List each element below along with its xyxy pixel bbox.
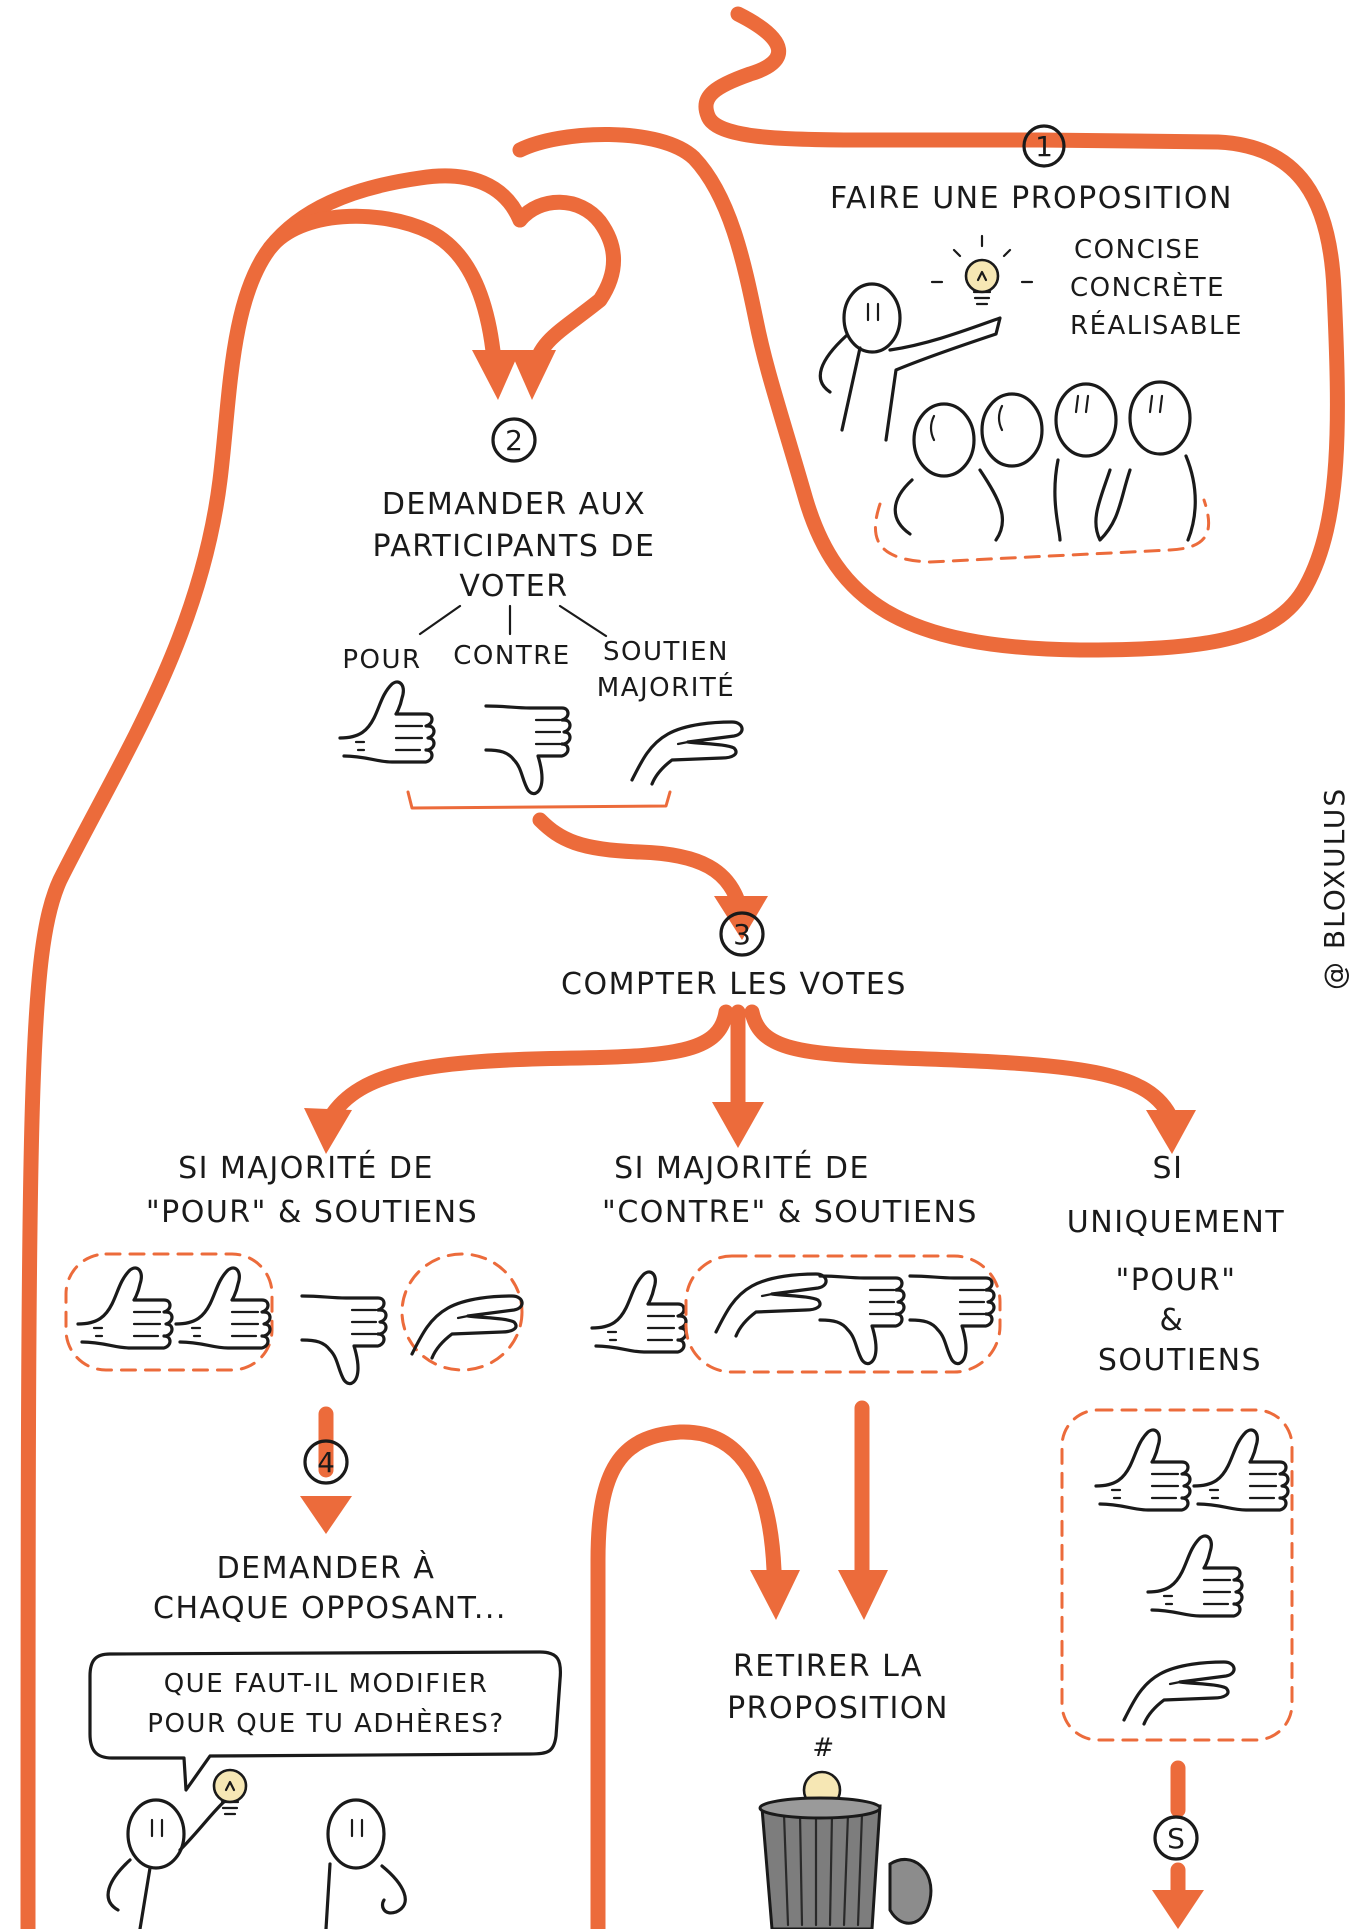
flat-hand-icon: [1124, 1662, 1234, 1724]
branch-left-line-1: SI MAJORITÉ DE: [178, 1150, 434, 1186]
bubble-line-2: POUR QUE TU ADHÈRES?: [147, 1707, 504, 1739]
bubble-line-1: QUE FAUT-IL MODIFIER: [164, 1669, 489, 1699]
thumbs-up-icon: [78, 1268, 172, 1348]
step4-title-line-2: CHAQUE OPPOSANT...: [153, 1591, 507, 1626]
vote-option-pour: POUR: [342, 645, 421, 675]
audience-group: [895, 382, 1195, 540]
step1-quality-3: RÉALISABLE: [1070, 309, 1243, 341]
flat-hand-icon: [716, 1274, 826, 1336]
flow-step2-to-step3: [540, 820, 740, 908]
audience-dashed-group: [875, 500, 1208, 562]
arrowhead-step5: [1152, 1890, 1204, 1929]
arrowhead-withdraw-left: [750, 1570, 800, 1620]
step3-title: COMPTER LES VOTES: [561, 967, 907, 1002]
branch-middle-line-1: SI MAJORITÉ DE: [614, 1150, 870, 1186]
thumbs-up-icon: [176, 1268, 270, 1348]
flow-arc-to-step2-right: [520, 202, 614, 370]
flat-hand-icon: [412, 1296, 522, 1358]
vote-option-majorite: MAJORITÉ: [597, 671, 735, 703]
vote-option-contre: CONTRE: [453, 641, 570, 671]
arrowhead-branch-right: [1146, 1110, 1196, 1154]
thumbs-down-icon: [910, 1276, 994, 1364]
presenter-figure: [820, 284, 1000, 440]
arrowhead-step4: [300, 1496, 352, 1534]
step2-options-bracket: [408, 792, 670, 808]
withdraw-curse-sign: #: [812, 1733, 835, 1763]
step1-quality-2: CONCRÈTE: [1070, 271, 1225, 303]
step4-title-line-1: DEMANDER À: [217, 1550, 436, 1586]
step2-number: 2: [505, 424, 523, 457]
arrowhead-step2-left: [472, 350, 520, 400]
arrowhead-branch-middle: [712, 1102, 764, 1148]
step2-title-line-3: VOTER: [459, 569, 568, 604]
step5-number: S: [1167, 1822, 1185, 1855]
branch-middle-line-2: "CONTRE" & SOUTIENS: [602, 1195, 978, 1230]
thumbs-up-icon: [340, 682, 434, 762]
withdraw-line-2: PROPOSITION: [727, 1691, 949, 1726]
thumbs-down-icon: [486, 706, 570, 794]
step2-title-line-2: PARTICIPANTS DE: [373, 529, 656, 564]
opponent-figures: [108, 1770, 405, 1929]
withdraw-line-1: RETIRER LA: [733, 1649, 923, 1684]
step1-title: FAIRE UNE PROPOSITION: [830, 181, 1233, 216]
step4-number: 4: [317, 1446, 335, 1479]
thumbs-down-icon: [302, 1296, 386, 1384]
branch-left-line-2: "POUR" & SOUTIENS: [146, 1195, 478, 1230]
flow-branch-left: [330, 1012, 726, 1118]
arrowhead-branch-left: [304, 1108, 352, 1154]
thumbs-up-icon: [592, 1272, 686, 1352]
step1-quality-1: CONCISE: [1074, 235, 1201, 265]
thumbs-up-icon: [1096, 1430, 1190, 1510]
flow-branch-right: [752, 1012, 1172, 1120]
branch-right-line-4: &: [1160, 1303, 1185, 1338]
branch-middle-majority-box: [686, 1256, 1000, 1372]
step3-number: 3: [733, 918, 751, 951]
branch-right-line-3: "POUR": [1115, 1263, 1236, 1298]
vote-option-soutien: SOUTIEN: [603, 637, 729, 667]
step1-number: 1: [1035, 130, 1053, 163]
branch-right-line-1: SI: [1153, 1151, 1184, 1186]
flow-arc-to-step2-left: [270, 216, 494, 360]
flow-entry-squiggle: [706, 14, 1040, 140]
author-credit: @ BLOXULUS: [1318, 787, 1350, 990]
arrowhead-step2-right: [510, 350, 556, 400]
branch-right-support-box: [1062, 1410, 1292, 1740]
arrowhead-withdraw-right: [838, 1570, 888, 1620]
flat-hand-icon: [632, 722, 742, 784]
flow-return-arrow-a: [28, 176, 520, 1929]
step2-title-line-1: DEMANDER AUX: [382, 487, 646, 522]
branch-right-line-2: UNIQUEMENT: [1067, 1205, 1285, 1240]
lightbulb-icon: [966, 260, 998, 304]
trash-can-icon: [760, 1772, 931, 1929]
thumbs-down-icon: [820, 1276, 904, 1364]
thumbs-up-icon: [1194, 1430, 1288, 1510]
thumbs-up-icon: [1148, 1536, 1242, 1616]
branch-right-line-5: SOUTIENS: [1098, 1343, 1262, 1378]
step2-branch-ticks: [420, 606, 606, 636]
